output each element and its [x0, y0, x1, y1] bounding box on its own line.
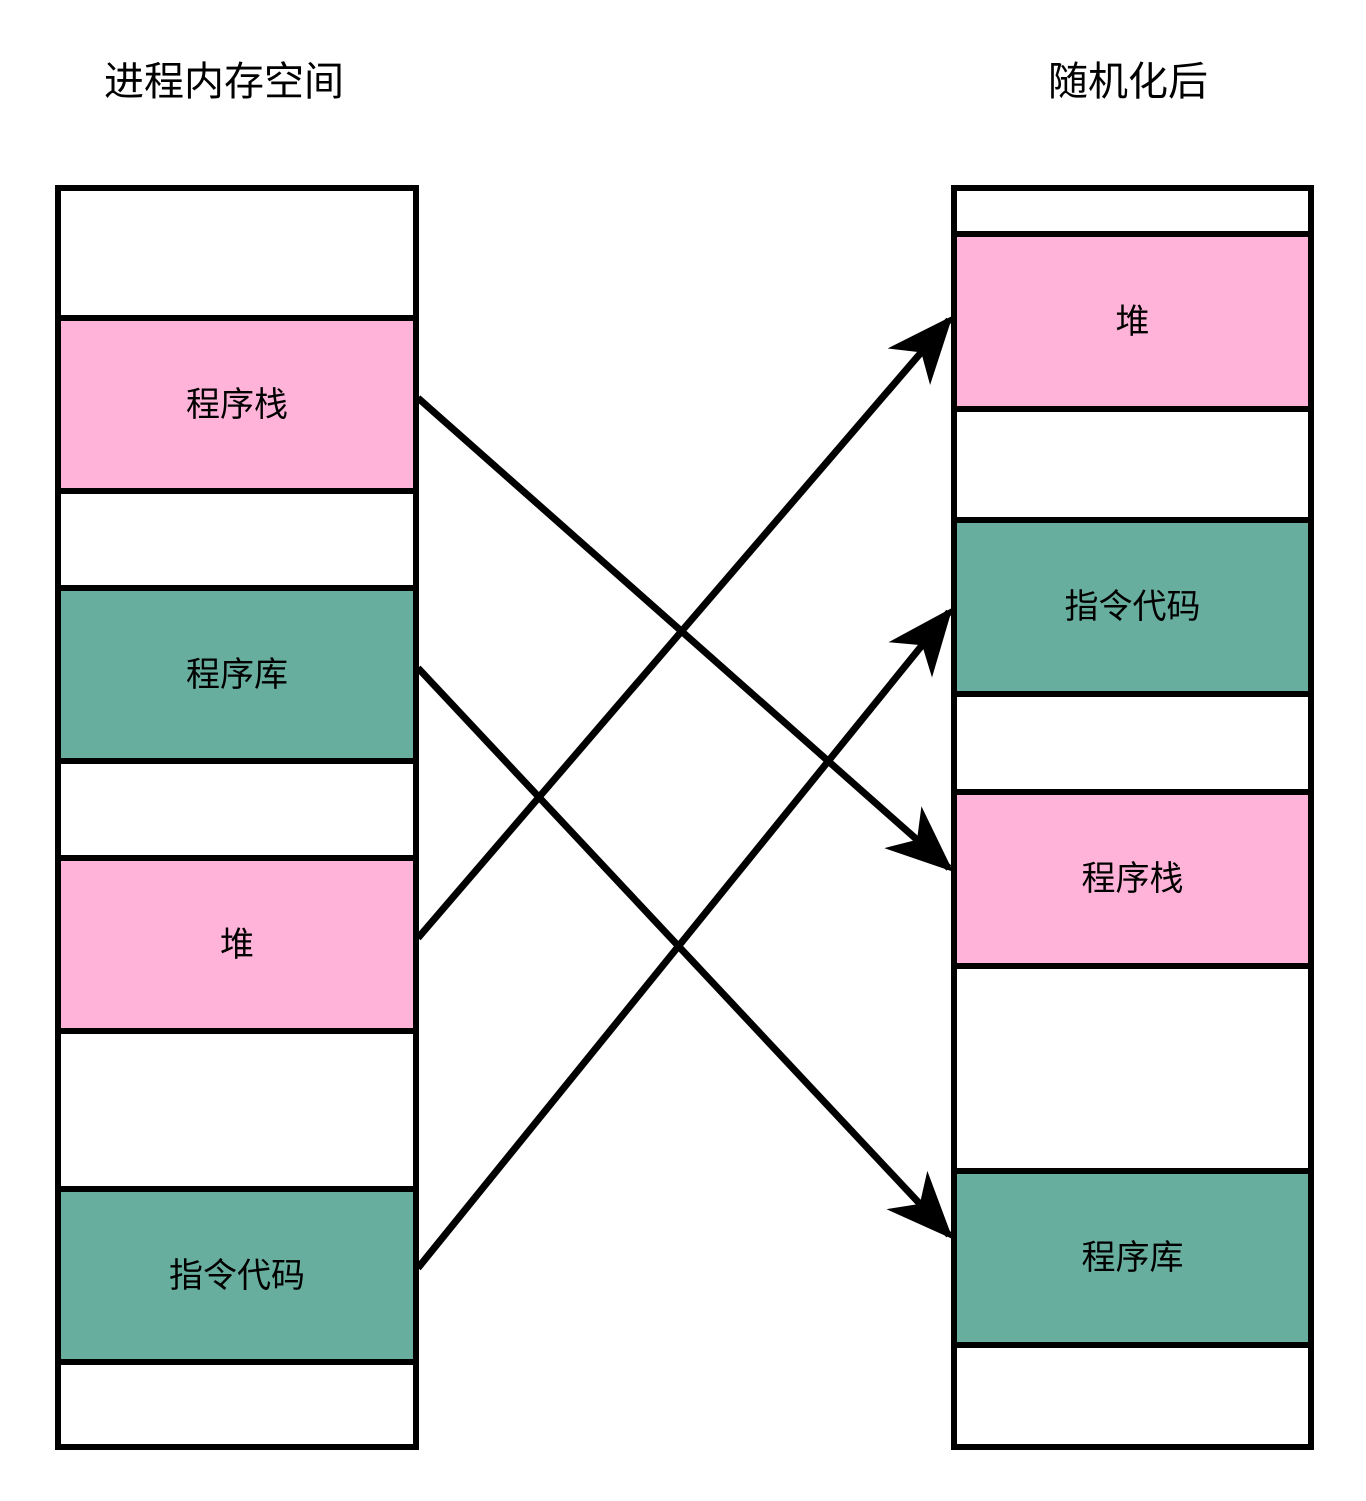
right-segment-empty-4 — [957, 690, 1308, 789]
left-segment-堆: 堆 — [61, 855, 413, 1028]
left-segment-程序栈: 程序栈 — [61, 315, 413, 488]
segment-label: 程序库 — [1081, 1238, 1184, 1277]
arrow-heap-to-heap — [415, 315, 953, 941]
right-segment-程序栈: 程序栈 — [957, 788, 1308, 964]
arrow-code-to-code — [415, 607, 953, 1271]
segment-label: 程序栈 — [186, 385, 288, 424]
segment-label: 指令代码 — [169, 1256, 305, 1295]
segment-label: 堆 — [220, 925, 254, 964]
right-segment-empty-8 — [957, 1342, 1308, 1444]
segment-label: 指令代码 — [1064, 587, 1201, 626]
segment-label: 堆 — [1115, 302, 1150, 341]
randomized-memory-column: 堆指令代码程序栈程序库 — [951, 185, 1314, 1450]
segment-label: 程序栈 — [1081, 859, 1184, 898]
segment-label: 程序库 — [186, 655, 288, 694]
right-column-title: 随机化后 — [1048, 60, 1208, 104]
left-segment-empty-0 — [61, 191, 413, 315]
right-segment-堆: 堆 — [957, 231, 1308, 406]
arrow-lib-to-lib — [415, 665, 953, 1240]
right-segment-empty-2 — [957, 405, 1308, 517]
right-segment-程序库: 程序库 — [957, 1167, 1308, 1343]
left-segment-empty-4 — [61, 758, 413, 855]
left-column-title: 进程内存空间 — [104, 60, 344, 104]
left-segment-empty-2 — [61, 488, 413, 585]
right-segment-指令代码: 指令代码 — [957, 516, 1308, 691]
right-segment-empty-0 — [957, 191, 1308, 232]
left-segment-empty-6 — [61, 1028, 413, 1186]
process-memory-column: 程序栈程序库堆指令代码 — [55, 185, 419, 1450]
arrow-stack-to-stack — [415, 395, 954, 872]
left-segment-程序库: 程序库 — [61, 585, 413, 758]
left-segment-指令代码: 指令代码 — [61, 1186, 413, 1359]
right-segment-empty-6 — [957, 963, 1308, 1168]
left-segment-empty-8 — [61, 1359, 413, 1444]
